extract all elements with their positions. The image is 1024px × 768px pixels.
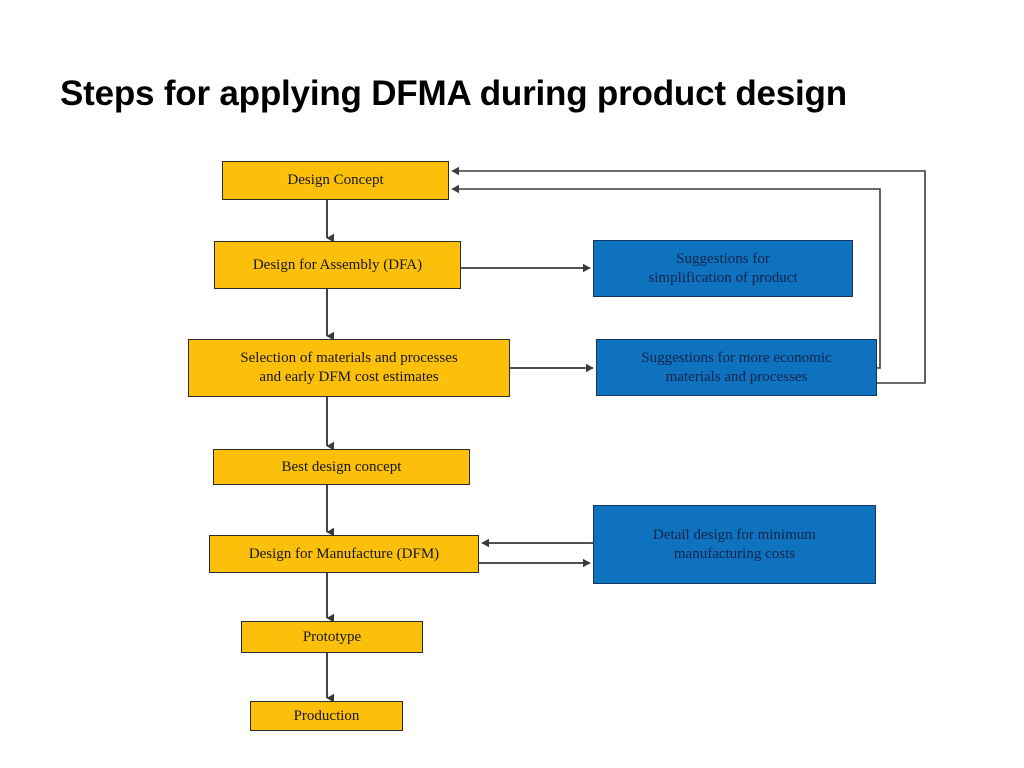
node-suggestions-economic[interactable]: Suggestions for more economic materials … [596, 339, 877, 396]
node-label: Design Concept [287, 172, 384, 189]
node-best-design-concept[interactable]: Best design concept [213, 449, 470, 485]
node-selection-materials[interactable]: Selection of materials and processes and… [188, 339, 510, 397]
node-label: Design for Assembly (DFA) [252, 256, 423, 273]
edge-economic-feedback [451, 166, 926, 384]
node-label: Design for Manufacture (DFM) [248, 545, 440, 562]
node-label: Detail design for minimum manufacturing … [653, 526, 816, 562]
node-label: Suggestions for more economic materials … [641, 349, 832, 385]
node-label: Best design concept [281, 458, 402, 475]
node-design-concept[interactable]: Design Concept [222, 161, 449, 200]
node-label: Production [293, 707, 360, 724]
page-title: Steps for applying DFMA during product d… [60, 74, 847, 114]
node-label: Selection of materials and processes and… [240, 350, 458, 385]
node-label: Prototype [302, 628, 362, 645]
node-production[interactable]: Production [250, 701, 403, 731]
node-design-for-assembly[interactable]: Design for Assembly (DFA) [214, 241, 461, 289]
node-detail-design[interactable]: Detail design for minimum manufacturing … [593, 505, 876, 584]
node-suggestions-simplification[interactable]: Suggestions for simplification of produc… [593, 240, 853, 297]
node-prototype[interactable]: Prototype [241, 621, 423, 653]
node-design-for-manufacture[interactable]: Design for Manufacture (DFM) [209, 535, 479, 573]
node-label: Suggestions for simplification of produc… [648, 250, 798, 286]
